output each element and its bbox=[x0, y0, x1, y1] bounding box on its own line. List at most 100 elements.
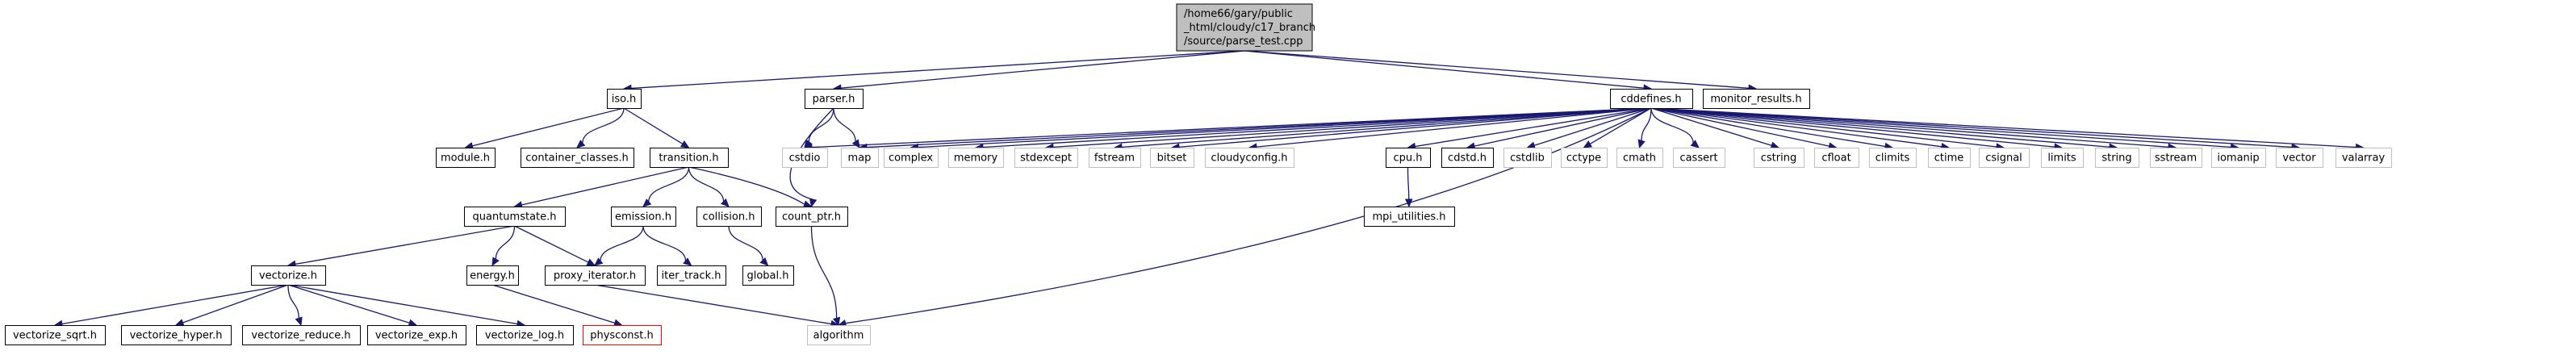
node-count-ptr[interactable]: count_ptr.h bbox=[776, 207, 848, 227]
node-label: global.h bbox=[746, 270, 788, 282]
node-transition[interactable]: transition.h bbox=[650, 148, 729, 168]
node-cdstd[interactable]: cdstd.h bbox=[1441, 148, 1494, 168]
node-box bbox=[782, 148, 828, 168]
node-label: ctime bbox=[1934, 152, 1964, 165]
node-global[interactable]: global.h bbox=[742, 265, 794, 286]
node-box bbox=[1503, 148, 1552, 168]
edge-cddefines-to-cassert bbox=[1650, 107, 1694, 144]
edge-quantumstate-to-proxy-iterator bbox=[514, 225, 589, 263]
node-label: complex bbox=[889, 152, 933, 165]
node-box bbox=[1386, 148, 1431, 168]
edge-vectorize-to-vectorize-exp bbox=[287, 284, 410, 324]
node-box bbox=[841, 148, 879, 168]
root-node: /home66/gary/public _html/cloudy/c17_bra… bbox=[1176, 3, 1315, 52]
root-label-line-1: /home66/gary/public bbox=[1184, 8, 1293, 20]
edge-proxy-iterator-to-algorithm bbox=[594, 284, 832, 325]
node-vectorize-hyper[interactable]: vectorize_hyper.h bbox=[121, 325, 232, 345]
node-label: proxy_iterator.h bbox=[554, 270, 636, 282]
node-box bbox=[1205, 148, 1294, 168]
node-proxy-iterator[interactable]: proxy_iterator.h bbox=[545, 265, 646, 286]
edge-cddefines-to-memory bbox=[982, 107, 1652, 148]
edge-transition-to-count-ptr bbox=[688, 166, 805, 205]
node-box bbox=[1814, 148, 1859, 168]
node-fstream: fstream bbox=[1089, 148, 1141, 168]
node-label: module.h bbox=[441, 152, 490, 165]
node-container-classes[interactable]: container_classes.h bbox=[521, 148, 634, 168]
arrow-head bbox=[491, 257, 500, 267]
node-box bbox=[611, 207, 676, 227]
node-label: string bbox=[2101, 152, 2131, 165]
edge-cddefines-to-cpu bbox=[1415, 107, 1652, 148]
node-box bbox=[2276, 148, 2323, 168]
edge-cddefines-to-stdexcept bbox=[1052, 107, 1652, 148]
node-parser[interactable]: parser.h bbox=[805, 89, 864, 109]
node-label: stdexcept bbox=[1020, 152, 1072, 165]
node-box bbox=[1014, 148, 1078, 168]
node-physconst: physconst.h bbox=[583, 325, 662, 345]
node-box bbox=[367, 325, 466, 345]
node-label: csignal bbox=[1985, 152, 2022, 165]
node-label: cassert bbox=[1679, 152, 1717, 165]
node-box bbox=[436, 148, 496, 168]
edge-cddefines-to-climits bbox=[1650, 107, 1886, 148]
node-box bbox=[1928, 148, 1971, 168]
node-vectorize-sqrt[interactable]: vectorize_sqrt.h bbox=[5, 325, 106, 345]
edge-emission-to-proxy-iterator bbox=[600, 225, 644, 261]
node-vectorize-exp[interactable]: vectorize_exp.h bbox=[367, 325, 466, 345]
node-iter-track[interactable]: iter_track.h bbox=[657, 265, 726, 286]
edge-vectorize-to-vectorize-hyper bbox=[182, 284, 289, 324]
node-box bbox=[2095, 148, 2139, 168]
node-box bbox=[2150, 148, 2202, 168]
node-vectorize-reduce[interactable]: vectorize_reduce.h bbox=[242, 325, 361, 345]
node-box bbox=[545, 265, 646, 286]
node-label: vectorize_exp.h bbox=[375, 330, 458, 342]
node-label: transition.h bbox=[659, 152, 718, 165]
node-label: cddefines.h bbox=[1620, 94, 1681, 106]
node-label: fstream bbox=[1094, 152, 1135, 165]
arrow-head bbox=[613, 319, 623, 327]
node-collision[interactable]: collision.h bbox=[696, 207, 762, 227]
edge-transition-to-emission bbox=[648, 166, 690, 203]
node-vectorize[interactable]: vectorize.h bbox=[251, 265, 326, 286]
edge-cddefines-to-limits bbox=[1650, 107, 2055, 148]
node-limits: limits bbox=[2041, 148, 2084, 168]
edge-root-to-monitor-results bbox=[1244, 50, 1750, 89]
node-module[interactable]: module.h bbox=[436, 148, 496, 168]
edge-collision-to-global bbox=[728, 225, 763, 261]
node-cmath: cmath bbox=[1616, 148, 1663, 168]
node-box bbox=[805, 89, 864, 109]
node-box bbox=[650, 148, 729, 168]
node-label: climits bbox=[1876, 152, 1910, 165]
arrow-head bbox=[576, 140, 586, 148]
node-box bbox=[242, 325, 361, 345]
node-monitor-results[interactable]: monitor_results.h bbox=[1703, 89, 1810, 109]
node-box bbox=[1703, 89, 1810, 109]
edge-cddefines-to-cctype bbox=[1589, 107, 1652, 145]
edge-cddefines-to-fstream bbox=[1121, 107, 1652, 148]
node-mpi-utilities[interactable]: mpi_utilities.h bbox=[1364, 207, 1455, 227]
edge-root-to-parser bbox=[840, 50, 1245, 89]
node-bitset: bitset bbox=[1150, 148, 1194, 168]
arrow-head bbox=[851, 139, 860, 149]
node-vectorize-log[interactable]: vectorize_log.h bbox=[476, 325, 574, 345]
edge-quantumstate-to-vectorize bbox=[295, 225, 515, 265]
arrow-head bbox=[1690, 140, 1700, 148]
node-iso[interactable]: iso.h bbox=[607, 89, 642, 109]
node-cpu[interactable]: cpu.h bbox=[1386, 148, 1431, 168]
arrow-head bbox=[720, 198, 730, 207]
node-box bbox=[657, 265, 726, 286]
edge-emission-to-iter-track bbox=[642, 225, 687, 261]
node-quantumstate[interactable]: quantumstate.h bbox=[464, 207, 566, 227]
edge-iso-to-transition bbox=[623, 107, 684, 144]
node-energy[interactable]: energy.h bbox=[466, 265, 519, 286]
edge-iso-to-module bbox=[472, 107, 625, 147]
node-emission[interactable]: emission.h bbox=[611, 207, 676, 227]
node-box bbox=[1561, 148, 1608, 168]
node-label: emission.h bbox=[615, 211, 671, 223]
edge-cddefines-to-iomanip bbox=[1650, 107, 2231, 148]
node-label: valarray bbox=[2342, 152, 2386, 165]
node-cddefines[interactable]: cddefines.h bbox=[1610, 89, 1693, 109]
node-label: iomanip bbox=[2217, 152, 2259, 165]
node-cloudyconfig: cloudyconfig.h bbox=[1205, 148, 1294, 168]
node-cstdlib: cstdlib bbox=[1503, 148, 1552, 168]
